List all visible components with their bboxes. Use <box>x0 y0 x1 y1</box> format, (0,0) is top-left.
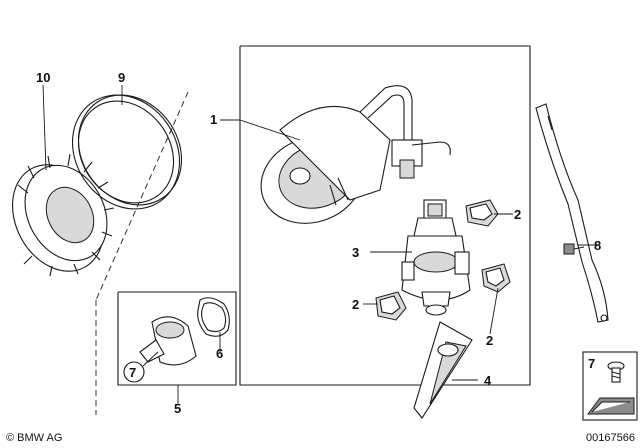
part-label-9: 9 <box>118 70 125 85</box>
part-label-7-circle <box>123 361 145 383</box>
fuel-cap-drawing <box>11 153 115 277</box>
part-label-2-clip-left: 2 <box>352 297 359 312</box>
copyright-text: © BMW AG <box>6 432 62 444</box>
part-label-10: 10 <box>36 70 50 85</box>
part-label-6: 6 <box>216 346 223 361</box>
valve-assembly-drawing <box>139 316 197 366</box>
clip-middle-right <box>481 263 511 293</box>
legend-box: 7 <box>582 351 638 421</box>
leader-lines <box>42 84 596 405</box>
clip-drawings <box>375 199 511 321</box>
seal-ring-drawing <box>71 94 183 210</box>
clip-left <box>375 291 407 321</box>
assembly-guide-line <box>95 91 189 301</box>
part-label-4: 4 <box>484 373 492 388</box>
part-label-2-clip-right: 2 <box>486 333 493 348</box>
o-ring-drawing <box>197 297 230 337</box>
pump-insert-drawing <box>401 199 471 316</box>
part1-frame <box>239 45 531 386</box>
part-label-3: 3 <box>352 245 359 260</box>
filter-drawing <box>413 321 473 419</box>
diagram-id: 00167566 <box>586 432 635 444</box>
part-label-2: 2 <box>514 207 521 222</box>
clip-top-right <box>465 199 499 227</box>
part-label-7: 7 <box>129 365 136 380</box>
part-label-5: 5 <box>174 401 181 416</box>
fuel-pump-module-drawing <box>260 85 451 224</box>
subassembly-frame <box>117 291 237 386</box>
part-label-1: 1 <box>210 112 217 127</box>
legend-part-label-7: 7 <box>588 356 595 371</box>
part-label-8: 8 <box>594 238 601 253</box>
level-sensor-drawing <box>535 103 609 323</box>
